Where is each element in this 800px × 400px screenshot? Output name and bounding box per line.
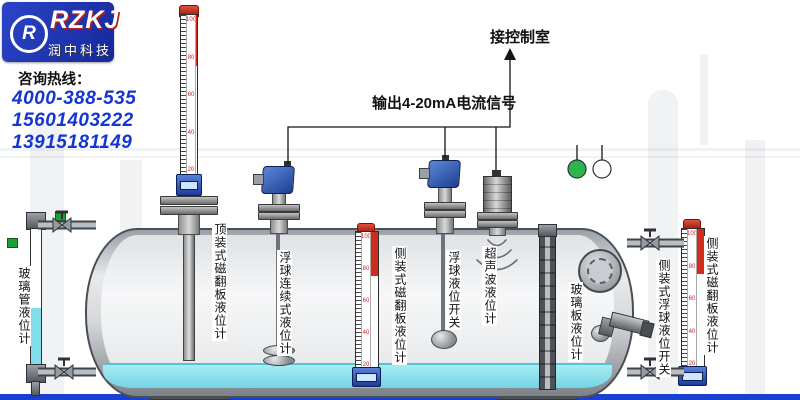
- conduit-connector: [253, 174, 264, 185]
- gauge-scale-ticks: [356, 232, 362, 370]
- top-gauge-probe: [183, 232, 195, 361]
- scale-number: 100: [186, 17, 197, 23]
- float-ball: [431, 330, 457, 349]
- gauge-scale-ticks: [181, 15, 187, 175]
- glass-tube-liquid: [31, 307, 41, 365]
- conduit-connector: [419, 168, 430, 179]
- gauge-display-box: [176, 174, 202, 196]
- float-switch-stem: [441, 232, 445, 332]
- transmitter-terminal: [284, 161, 291, 167]
- scale-number: 80: [362, 266, 370, 272]
- mounting-flange: [477, 212, 518, 220]
- gauge-scale-numbers: 100 80 60 40 20: [687, 229, 698, 369]
- brand-logo: R RZKJ 润中科技: [2, 2, 118, 62]
- gauge-display-lcd: [682, 371, 703, 381]
- scale-number: 40: [688, 328, 696, 335]
- gauge-display-box: [678, 366, 707, 386]
- scale-number: 80: [187, 54, 195, 61]
- gauge-flag-indicator: [696, 229, 704, 369]
- gauge-display-box: [352, 367, 381, 387]
- gauge-scale-ticks: [682, 229, 688, 369]
- gauge-flag-indicator: [370, 232, 378, 370]
- glass-plate-sight-glass: [545, 235, 550, 389]
- valve-handle: [7, 238, 18, 248]
- scale-number: 80: [688, 263, 696, 270]
- sensor-rings: [484, 177, 511, 213]
- arrow-up-icon: [504, 48, 516, 60]
- scale-number: 20: [362, 362, 370, 368]
- label-float-continuous-gauge: 浮球连续式液位计: [277, 250, 292, 356]
- mounting-flange: [258, 204, 300, 212]
- side-magnetic-gauge-column-right: 100 80 60 40 20: [681, 228, 705, 370]
- gauge-display-lcd: [179, 180, 199, 190]
- label-glass-plate-gauge: 玻璃板液位计: [568, 282, 583, 362]
- glass-plate-top-fitting: [538, 224, 557, 237]
- brand-logo-icon: R: [10, 15, 48, 53]
- scale-number: 20: [187, 167, 195, 173]
- mounting-flange: [424, 210, 466, 218]
- phone-number: 4000-388-535: [12, 88, 137, 109]
- scale-number: 60: [362, 298, 370, 304]
- scale-number: 60: [688, 296, 696, 302]
- label-glass-tube-gauge: 玻璃管液位计: [16, 266, 31, 346]
- brand-logo-text: RZKJ: [50, 6, 120, 34]
- brand-logo-subtext: 润中科技: [48, 43, 113, 58]
- background-watermark-chimney: [700, 55, 708, 145]
- indicator-light-white: [592, 159, 612, 179]
- control-room-label: 接控制室: [490, 29, 551, 46]
- hotline-label: 咨询热线：: [18, 72, 91, 88]
- scale-number: 40: [187, 129, 195, 136]
- signal-wires: [287, 58, 603, 170]
- output-signal-label: 输出4-20mA电流信号: [372, 95, 517, 112]
- label-top-magnetic-gauge: 顶装式磁翻板液位计: [212, 222, 227, 341]
- gauge-display-lcd: [356, 372, 377, 382]
- label-side-magnetic-gauge-right: 侧装式磁翻板液位计: [704, 236, 719, 355]
- phone-numbers: 4000-388-535 15601403222 13915181149: [12, 88, 136, 154]
- drain-stub: [31, 381, 40, 396]
- label-side-magnetic-gauge-left: 侧装式磁翻板液位计: [392, 246, 407, 365]
- scale-number: 40: [362, 330, 370, 336]
- nozzle-neck: [178, 213, 200, 235]
- mounting-flange: [477, 220, 518, 228]
- float-continuous-transmitter-head: [261, 166, 295, 194]
- side-magnetic-gauge-column-left: 100 80 60 40 20: [355, 231, 379, 371]
- glass-plate-gauge-column: [539, 234, 556, 390]
- background-watermark-tower: [745, 140, 765, 395]
- nozzle-neck: [270, 218, 288, 234]
- gauge-flag-indicator: [195, 15, 197, 175]
- float-disk: [263, 355, 295, 366]
- gauge-scale-numbers: 100 80 60 40 20: [361, 232, 372, 370]
- label-side-float-switch: 侧装式浮球液位开关: [656, 258, 671, 377]
- top-magnetic-gauge-column: 100 80 60 40 20: [180, 14, 198, 176]
- phone-number: 13915181149: [12, 132, 133, 153]
- mounting-flange: [160, 196, 218, 205]
- scale-number: 20: [688, 361, 696, 367]
- nozzle-neck: [436, 216, 454, 234]
- mounting-flange: [258, 212, 300, 220]
- ultrasonic-sensor-body: [483, 176, 512, 214]
- glass-tube: [30, 228, 42, 366]
- background-watermark-pipe: [0, 156, 800, 158]
- label-float-switch: 浮球液位开关: [446, 250, 461, 330]
- scale-number: 100: [361, 234, 372, 240]
- mounting-flange: [424, 202, 466, 210]
- phone-number: 15601403222: [12, 110, 134, 131]
- scale-number: 100: [687, 231, 698, 237]
- scale-number: 60: [187, 92, 195, 98]
- valve-handle: [55, 211, 66, 221]
- gauge-scale-numbers: 100 80 60 40 20: [186, 15, 197, 175]
- float-switch-transmitter-head: [427, 160, 461, 188]
- glass-plate-bolted-sections: [540, 235, 555, 389]
- mounting-flange: [160, 206, 218, 215]
- label-ultrasonic-gauge: 超声波液位计: [482, 246, 497, 326]
- transmitter-terminal: [492, 170, 501, 177]
- manhole-cover: [587, 258, 613, 284]
- indicator-light-green: [567, 159, 587, 179]
